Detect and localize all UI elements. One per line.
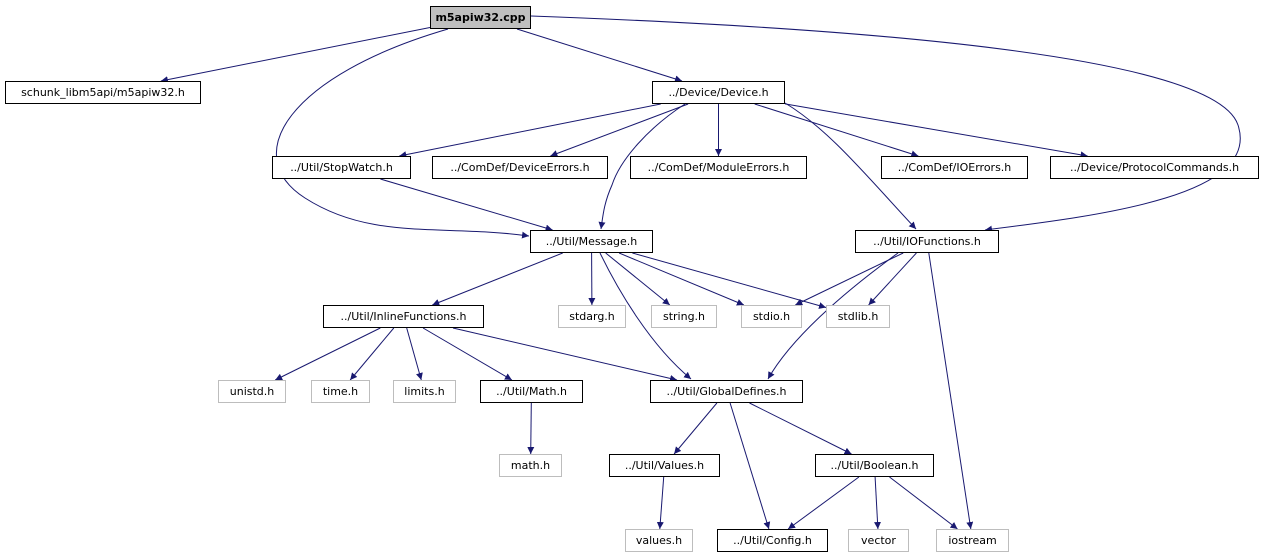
- node-unistd_h: unistd.h: [218, 380, 286, 403]
- edge-iofunctions_h-globaldefines_h: [767, 252, 899, 380]
- node-values_util_h[interactable]: ../Util/Values.h: [609, 454, 720, 477]
- node-cpp: m5apiw32.cpp: [430, 6, 531, 29]
- edge-globaldefines_h-values_util_h: [673, 402, 718, 455]
- edge-inlinefunctions_h-math_util_h: [422, 327, 513, 381]
- edge-device_h-ioerrors_h: [754, 103, 919, 158]
- node-protocolcommands_h[interactable]: ../Device/ProtocolCommands.h: [1050, 156, 1259, 179]
- node-stopwatch_h[interactable]: ../Util/StopWatch.h: [272, 156, 411, 179]
- edge-globaldefines_h-boolean_h: [749, 402, 852, 455]
- edge-device_h-message_h: [598, 103, 686, 230]
- edge-math_util_h-math_h: [527, 402, 535, 455]
- edge-cpp-message_h: [276, 28, 530, 239]
- edge-device_h-protocolcommands_h: [784, 103, 1088, 159]
- edge-values_util_h-values_h: [656, 476, 665, 530]
- node-config_h[interactable]: ../Util/Config.h: [717, 529, 828, 552]
- node-device_h[interactable]: ../Device/Device.h: [652, 81, 785, 104]
- edge-message_h-globaldefines_h: [599, 252, 692, 380]
- node-values_h: values.h: [625, 529, 693, 552]
- edge-boolean_h-iostream_h: [889, 476, 958, 530]
- edge-device_h-iofunctions_h: [784, 102, 917, 230]
- edge-inlinefunctions_h-globaldefines_h: [452, 327, 678, 382]
- node-time_h: time.h: [311, 380, 370, 403]
- edge-message_h-stdio_h: [618, 252, 745, 306]
- node-ioerrors_h[interactable]: ../ComDef/IOErrors.h: [881, 156, 1028, 179]
- edge-inlinefunctions_h-limits_h: [406, 327, 423, 381]
- edge-boolean_h-vector_h: [874, 476, 882, 530]
- edge-iofunctions_h-stdio_h: [795, 252, 904, 306]
- node-moduleerrors_h[interactable]: ../ComDef/ModuleErrors.h: [630, 156, 807, 179]
- edge-inlinefunctions_h-unistd_h: [274, 327, 381, 381]
- edge-device_h-deviceerrors_h: [550, 103, 689, 157]
- edge-stopwatch_h-message_h: [380, 178, 553, 232]
- node-iostream_h: iostream: [936, 529, 1009, 552]
- node-message_h[interactable]: ../Util/Message.h: [530, 230, 653, 253]
- edge-iofunctions_h-stdlib_h: [868, 252, 917, 306]
- edge-boolean_h-config_h: [787, 476, 860, 530]
- node-stdarg_h: stdarg.h: [558, 305, 626, 328]
- node-globaldefines_h[interactable]: ../Util/GlobalDefines.h: [650, 380, 803, 403]
- edge-cpp-iofunctions_h: [530, 15, 1241, 233]
- node-iofunctions_h[interactable]: ../Util/IOFunctions.h: [855, 230, 999, 253]
- edge-message_h-inlinefunctions_h: [432, 252, 563, 306]
- node-stdlib_h: stdlib.h: [826, 305, 890, 328]
- node-limits_h: limits.h: [393, 380, 456, 403]
- edge-message_h-stdlib_h: [632, 252, 827, 309]
- node-math_h: math.h: [499, 454, 562, 477]
- edge-cpp-m5apiw32_h: [160, 27, 431, 84]
- node-vector_h: vector: [848, 529, 909, 552]
- edge-inlinefunctions_h-time_h: [349, 327, 395, 381]
- edge-device_h-stopwatch_h: [399, 103, 661, 159]
- node-inlinefunctions_h[interactable]: ../Util/InlineFunctions.h: [323, 305, 484, 328]
- node-math_util_h[interactable]: ../Util/Math.h: [480, 380, 583, 403]
- node-stdio_h: stdio.h: [741, 305, 802, 328]
- edge-cpp-device_h: [516, 28, 683, 83]
- node-boolean_h[interactable]: ../Util/Boolean.h: [815, 454, 934, 477]
- edge-iofunctions_h-iostream_h: [928, 252, 974, 530]
- edge-message_h-string_h: [605, 252, 671, 306]
- node-m5apiw32_h[interactable]: schunk_libm5api/m5apiw32.h: [5, 81, 201, 104]
- node-deviceerrors_h[interactable]: ../ComDef/DeviceErrors.h: [432, 156, 608, 179]
- node-string_h: string.h: [651, 305, 717, 328]
- edge-globaldefines_h-config_h: [729, 402, 771, 530]
